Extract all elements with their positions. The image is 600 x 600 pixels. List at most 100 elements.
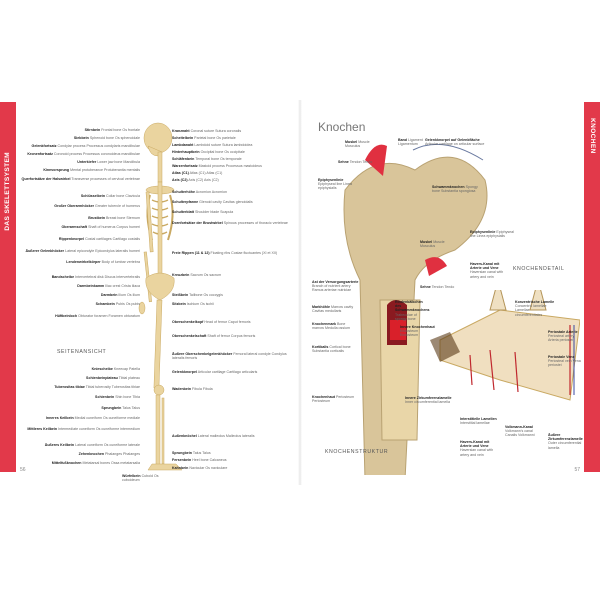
label-term: Knochenmark xyxy=(312,322,336,326)
label-translation: Articular cartilage on articular surface xyxy=(425,142,485,147)
label-translation: Sacrum Os sacrum xyxy=(190,273,222,277)
label-term: Sprungbein xyxy=(172,451,192,455)
anatomy-label: Unterkiefer Lower jaw bone Mandibula xyxy=(17,160,140,164)
label-translation: Breast bone Sternum xyxy=(106,216,140,220)
anatomy-label: Tuberositas tibiae Tibial tuberosity Tub… xyxy=(17,385,140,389)
label-term: Querfortsätze der Halswirbel xyxy=(21,177,71,181)
anatomy-label: Warzenfortsatz Mastoid process Processus… xyxy=(172,164,294,168)
anatomy-label: Zehenknochen Phalanges Phalanges xyxy=(17,452,140,456)
label-term: Kahnbein xyxy=(172,466,189,470)
anatomy-label: Hinterhauptbein Occipital bone Os occipi… xyxy=(172,150,294,154)
label-translation: Periosteum Periosteum xyxy=(312,395,355,404)
label-term: Großer Oberarmhöcker xyxy=(54,204,95,208)
label-translation: Femoral lateral condyle Condylus lateral… xyxy=(172,352,287,361)
anatomy-label: Knochenhaut Periosteum Periosteum xyxy=(312,395,357,403)
label-term: Havers-Kanal mit Arterie und Vene xyxy=(460,440,490,449)
label-translation: Tibial tuberosity Tuberositas tibiae xyxy=(85,385,140,389)
label-term: Warzenfortsatz xyxy=(172,164,198,168)
label-translation: Head of femur Caput femoris xyxy=(204,320,251,324)
anatomy-label: Kinnvorsprung Mental protuberance Protub… xyxy=(17,168,140,172)
anatomy-label: Steißbein Tailbone Os coccygis xyxy=(172,293,294,297)
label-translation: Glenoid cavity Cavitas glenoidalis xyxy=(199,200,253,204)
label-term: Muskel xyxy=(420,240,433,244)
anatomy-label: Gelenkknorpel Articular cartilage Cartil… xyxy=(172,370,294,374)
label-term: Knochenhaut xyxy=(312,395,335,399)
label-translation: Ilium Os ilium xyxy=(118,293,140,297)
label-term: Tuberositas tibiae xyxy=(54,385,85,389)
label-term: Schulterpfanne xyxy=(172,200,199,204)
label-term: Oberschenkelschaft xyxy=(172,334,207,338)
label-term: Epiphysenlinie xyxy=(318,178,344,182)
label-term: Oberarmschaft xyxy=(61,225,88,229)
anatomy-label: Äußeres Keilbein Lateral cuneiform Os cu… xyxy=(17,443,140,447)
label-term: Innere Knochenhaut xyxy=(400,325,435,329)
label-term: Kronenfortsatz xyxy=(27,152,53,156)
anatomy-label: Kahnbein Navicular Os naviculare xyxy=(172,466,294,470)
anatomy-label: Stirnbein Frontal bone Os frontale xyxy=(17,128,140,132)
label-term: Zehenknochen xyxy=(78,452,105,456)
label-translation: Temporal bone Os temporale xyxy=(195,157,242,161)
label-term: Interstitielle Lamellen xyxy=(460,417,497,421)
anatomy-label: Scheitelbein Parietal bone Os parietale xyxy=(172,136,294,140)
label-translation: Greater tubercle of humerus xyxy=(95,204,140,208)
label-translation: Frontal bone Os frontale xyxy=(101,128,140,132)
anatomy-label: Epiphysenlinie Epiphyseal line Linea epi… xyxy=(470,230,520,238)
anatomy-label: Lambdanaht Lambdoid suture Sutura lambdo… xyxy=(172,143,294,147)
label-term: Äußeres Keilbein xyxy=(44,443,75,447)
label-translation: Transverse processes of cervical vertebr… xyxy=(71,177,140,181)
label-term: Kranznaht xyxy=(172,129,190,133)
label-term: Inneres Keilbein xyxy=(45,416,74,420)
label-term: Schläfenbein xyxy=(172,157,195,161)
label-translation: Metatarsal bones Ossa metatarsalia xyxy=(82,461,140,465)
anatomy-label: Interstitielle Lamellen Interstitial lam… xyxy=(460,417,500,425)
anatomy-label: Darmbein Ilium Os ilium xyxy=(17,293,140,297)
label-term: Freie Rippen (11 & 12) xyxy=(172,251,210,255)
anatomy-label: Atlas (C1) Atlas (C1) Atlas (C1) xyxy=(172,171,294,175)
label-translation: Muscle Musculus xyxy=(345,140,370,149)
label-translation: Spinous processes of thoracic vertebrae xyxy=(223,221,288,225)
chapter-tab-right: KNOCHEN xyxy=(584,102,600,472)
label-term: Gelenkknorpel xyxy=(172,370,197,374)
anatomy-label: Schulterpfanne Glenoid cavity Cavitas gl… xyxy=(172,200,294,204)
label-term: Muskel xyxy=(345,140,358,144)
anatomy-label: Kreuzbein Sacrum Os sacrum xyxy=(172,273,294,277)
anatomy-label: Kniescheibe Kneecap Patella xyxy=(17,367,140,371)
label-term: Siebbein xyxy=(73,136,89,140)
label-term: Stirnbein xyxy=(84,128,101,132)
section-heading: KNOCHENSTRUKTUR xyxy=(325,449,389,455)
label-translation: Shaft of femur Corpus femoris xyxy=(207,334,256,338)
label-translation: Fibula Fibula xyxy=(192,387,213,391)
anatomy-label: Markhöhle Marrow cavity Cavitas medullar… xyxy=(312,305,357,313)
label-translation: Articular cartilage Cartilago articulari… xyxy=(197,370,258,374)
anatomy-label: Wadenbein Fibula Fibula xyxy=(172,387,294,391)
anatomy-label: Freie Rippen (11 & 12) Floating ribs Cos… xyxy=(172,251,294,255)
label-translation: Parietal bone Os parietale xyxy=(194,136,236,140)
page-number-left: 56 xyxy=(20,467,26,473)
label-term: Gelenkfortsatz xyxy=(31,144,57,148)
anatomy-label: Rindenbälkchen des Schwammknochens Trabe… xyxy=(395,300,430,321)
anatomy-label: Mittelfußknochen Metatarsal bones Ossa m… xyxy=(17,461,140,465)
label-term: Schwammknochen xyxy=(432,185,465,189)
page-title: Knochen xyxy=(318,120,366,134)
label-translation: Inner circumferential lamella xyxy=(405,400,450,405)
anatomy-label: Äußere Oberschenkelgelenkhöcker Femoral … xyxy=(172,352,294,360)
label-term: Rippenknorpel xyxy=(58,237,85,241)
label-term: Periostale Vene xyxy=(548,355,575,359)
label-term: Kreuzbein xyxy=(172,273,190,277)
label-translation: Haversian canal with artery and vein xyxy=(470,270,504,279)
anatomy-label: Muskel Muscle Musculus xyxy=(420,240,460,248)
label-translation: Medial cuneiform Os cuneiforme mediale xyxy=(74,416,140,420)
anatomy-label: Gelenkknorpel auf Gelenkfläche Articular… xyxy=(425,138,485,146)
label-term: Kinnvorsprung xyxy=(43,168,70,172)
label-term: Sehne xyxy=(338,160,349,164)
anatomy-label: Schlüsselbein Collar bone Clavicula xyxy=(17,194,140,198)
label-term: Schulterhöhe xyxy=(172,190,195,194)
anatomy-label: Dornfortsätze der Brustwirbel Spinous pr… xyxy=(172,221,294,225)
label-translation: Axis (C2) Axis (C2) xyxy=(188,178,219,182)
anatomy-label: Axis (C2) Axis (C2) Axis (C2) xyxy=(172,178,294,182)
anatomy-label: Konzentrische Lamelle Concentric lamella… xyxy=(515,300,555,317)
section-heading: KNOCHENDETAIL xyxy=(513,266,565,272)
label-term: Axis (C2) xyxy=(172,178,188,182)
label-translation: Floating ribs Costae fluctuantes (XI et … xyxy=(210,251,278,255)
label-translation: Mastoid process Processus mastoideus xyxy=(198,164,262,168)
